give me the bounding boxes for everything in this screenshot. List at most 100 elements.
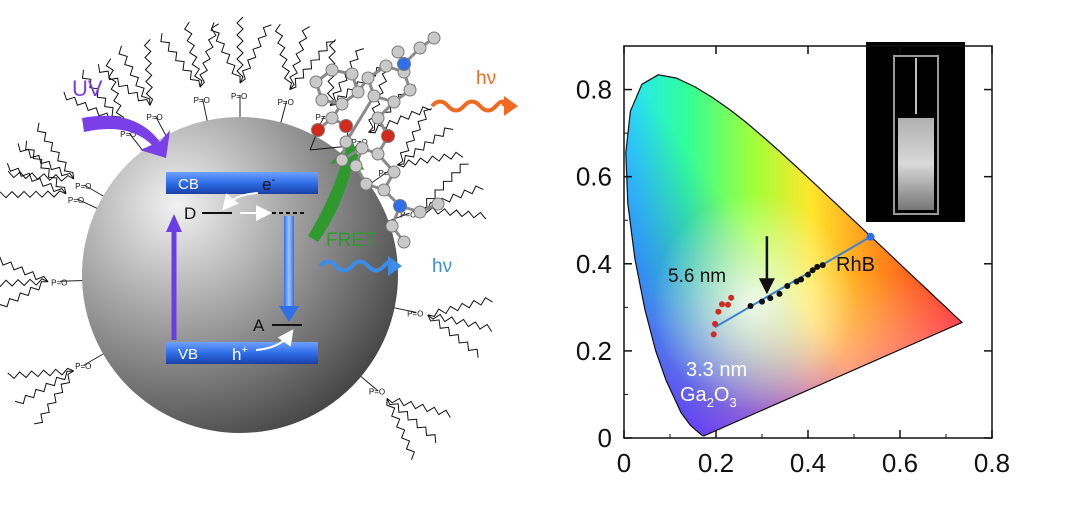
alkyl-chain [17, 143, 75, 180]
uv-arrow [82, 115, 170, 158]
ligand-molecule: P=O [386, 163, 487, 223]
chart-marks [710, 232, 875, 338]
alkyl-chain [0, 278, 49, 288]
alkyl-chain [397, 108, 433, 166]
rhb-label: RhB [836, 254, 875, 276]
y-tick-label: 0.8 [576, 75, 612, 105]
acceptor-label: A [253, 316, 265, 335]
cuvette-outline [893, 55, 939, 215]
ligand-label: P=O [194, 96, 210, 105]
alkyl-chain [199, 23, 219, 88]
electron-label: e- [262, 174, 275, 194]
alkyl-chain [289, 26, 310, 90]
alkyl-chain [397, 127, 454, 166]
y-tick-label: 0.6 [576, 162, 612, 192]
hole-capture-arrow [255, 329, 294, 351]
alkyl-chain [427, 297, 493, 317]
ligand-molecule: P=O [359, 374, 451, 460]
uv-label: UV [72, 76, 103, 101]
carbon-atom [387, 165, 401, 179]
ligand-molecule: P=O [0, 256, 85, 308]
carbon-atom [359, 177, 373, 191]
x-tick-label: 0.6 [882, 448, 918, 478]
carbon-atom [403, 83, 417, 97]
carbon-atom [325, 111, 339, 125]
vb-label: VB [178, 346, 198, 363]
composite-point [784, 282, 791, 289]
ga2o3-nanoparticle [82, 117, 398, 433]
spectral-locus [625, 74, 964, 437]
excitation-arrowhead [166, 214, 182, 232]
electron-capture-arrow [222, 192, 259, 211]
cie-white-point [625, 74, 962, 436]
valence-band [166, 342, 318, 364]
alkyl-chain [0, 190, 67, 199]
carbon-atom [397, 235, 411, 249]
ligand-label: P=O [407, 309, 423, 318]
cie-gamut-area [625, 74, 964, 437]
carbon-atom [371, 147, 385, 161]
ligand-label: P=O [378, 169, 394, 178]
blue-emission-arrowhead [388, 256, 402, 276]
donor-label: D [184, 204, 196, 223]
alkyl-chain [427, 314, 479, 358]
composite-point [798, 276, 805, 283]
chart-annotations: 5.6 nm 3.3 nm RhB Ga2O3 [668, 254, 875, 410]
composite-point [809, 267, 816, 274]
alkyl-chain [386, 398, 437, 444]
composite-point [814, 263, 821, 270]
carbon-atom [431, 197, 445, 211]
composite-point [805, 271, 811, 278]
composite-point [793, 278, 800, 285]
carbon-atom [387, 95, 401, 109]
alkyl-chain [105, 58, 125, 124]
composite-point [776, 290, 783, 297]
composite-point [767, 295, 774, 302]
ligand-label: P=O [120, 130, 136, 139]
nitrogen-atom [393, 199, 407, 213]
ligand-label: P=O [51, 278, 67, 287]
alkyl-chain [97, 64, 151, 106]
carbon-atom [335, 153, 349, 167]
recombination-arrow [284, 216, 294, 308]
ligand-molecule: P=O [0, 140, 99, 210]
alkyl-chain [386, 397, 451, 418]
alkyl-chain [0, 256, 49, 283]
ligand-label: P=O [75, 362, 91, 371]
fret-label: FRET [326, 230, 376, 251]
y-tick-label: 0 [598, 423, 612, 453]
trend-line [714, 235, 872, 329]
carbon-atom [385, 219, 399, 233]
alkyl-chain [236, 16, 244, 84]
alkyl-chain [160, 33, 201, 88]
ligand-label: P=O [68, 196, 84, 205]
ga2o3-point [715, 308, 722, 315]
orange-emission-arrowhead [504, 96, 518, 116]
alkyl-chain [118, 45, 151, 106]
alkyl-chain [14, 370, 74, 405]
carbon-atom [361, 71, 375, 85]
molecule-bond [344, 95, 376, 143]
alkyl-chain [368, 106, 431, 134]
ligand-molecule: P=O [160, 21, 219, 123]
ligand-label: P=O [75, 182, 91, 191]
orange-emission-label: hν [476, 68, 496, 89]
nitrogen-atom [397, 57, 411, 71]
size-label-3-3nm: 3.3 nm [686, 359, 747, 381]
alkyl-chain [239, 24, 272, 84]
alkyl-chain [289, 41, 336, 90]
ligand-molecule: P=O [97, 39, 168, 138]
rhb-point [866, 232, 875, 241]
composite-point [759, 298, 765, 305]
oxygen-atom [339, 119, 353, 133]
oxygen-atom [381, 129, 395, 143]
carbon-atom [355, 141, 369, 155]
carbon-atom [335, 97, 349, 111]
alkyl-chain [274, 23, 293, 90]
carbon-atom [309, 75, 323, 89]
